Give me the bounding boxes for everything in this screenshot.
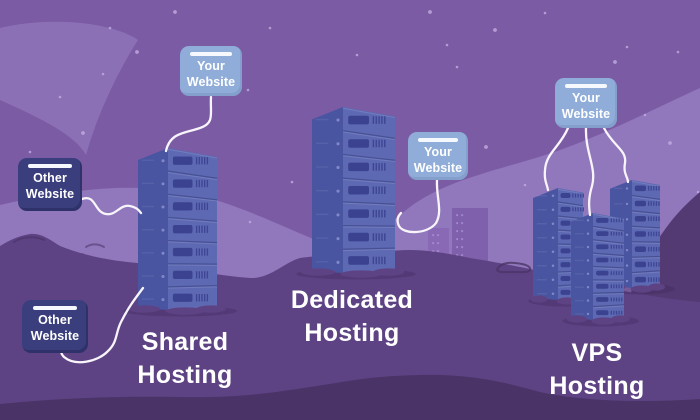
title-vps-hosting: VPS Hosting <box>549 339 645 400</box>
line-your-to-shared <box>164 95 213 153</box>
label-bar <box>28 164 72 168</box>
bottom-dark-wave <box>0 374 700 420</box>
server-tower-shared <box>123 148 238 317</box>
stars <box>28 10 700 302</box>
label-bar <box>564 84 608 88</box>
your-website-label-dedicated: Your Website <box>408 132 468 180</box>
connector-lines <box>59 95 630 364</box>
label-text: Other Website <box>25 171 75 201</box>
line-your-to-vps-left <box>543 126 570 192</box>
label-bar <box>189 52 233 56</box>
line-your-to-vps-right <box>602 126 630 184</box>
line-your-to-dedicated <box>396 178 441 234</box>
your-website-label-vps: Your Website <box>555 78 617 128</box>
label-text: Your Website <box>186 59 236 89</box>
label-bar <box>32 306 78 310</box>
line-your-to-vps-middle <box>584 126 595 217</box>
other-website-label-2: Other Website <box>22 300 88 353</box>
line-other1-to-shared <box>80 196 143 216</box>
server-tower-dedicated <box>296 107 416 280</box>
other-website-label-1: Other Website <box>18 158 82 211</box>
sky-swirl-shape <box>0 21 138 155</box>
rock-details <box>13 236 532 274</box>
your-website-label-shared: Your Website <box>180 46 242 96</box>
label-text: Your Website <box>561 91 611 121</box>
server-tower-vps-middle <box>562 213 639 327</box>
server-towers <box>123 107 675 327</box>
label-text: Other Website <box>30 313 80 343</box>
title-shared-hosting: Shared Hosting <box>137 328 233 389</box>
line-other2-to-shared <box>59 286 145 364</box>
label-text: Your Website <box>413 145 463 175</box>
label-bar <box>417 138 459 142</box>
title-dedicated-hosting: Dedicated Hosting <box>290 286 414 347</box>
